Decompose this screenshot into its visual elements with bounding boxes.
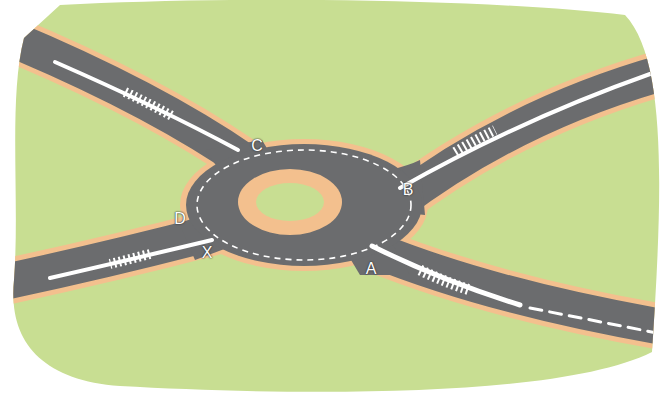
lane-lines — [50, 62, 662, 334]
road-shoulder — [0, 30, 662, 330]
point-label: A — [366, 261, 377, 277]
point-label: B — [403, 182, 414, 198]
roundabout-surface — [186, 144, 422, 266]
island-grass — [256, 183, 324, 221]
road-network — [0, 30, 662, 334]
island-kerb — [238, 169, 342, 235]
lane-dashes — [197, 150, 411, 260]
road-surface — [0, 30, 662, 330]
point-label: C — [251, 138, 263, 154]
point-label: X — [202, 245, 213, 261]
point-label: D — [174, 211, 186, 227]
